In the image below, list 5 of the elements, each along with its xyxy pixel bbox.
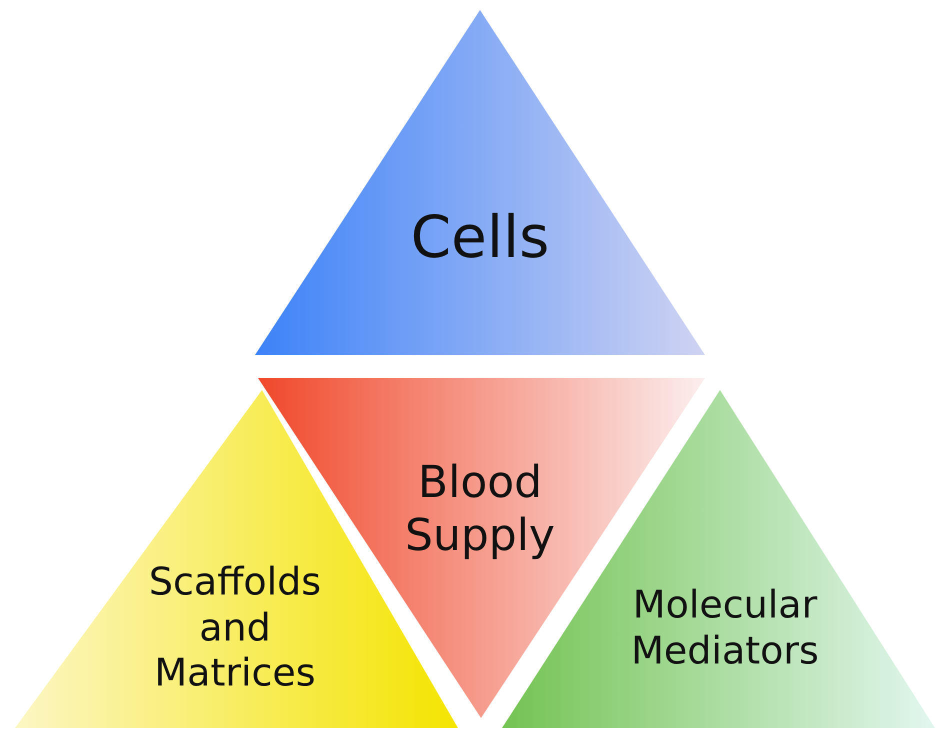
triangle-label: Blood Supply <box>404 457 556 563</box>
triangle-label: Cells <box>410 203 550 273</box>
triangle-label: Scaffolds and Matrices <box>148 560 322 696</box>
triangle-shape <box>255 10 705 355</box>
triangle-label: Molecular Mediators <box>630 582 820 674</box>
